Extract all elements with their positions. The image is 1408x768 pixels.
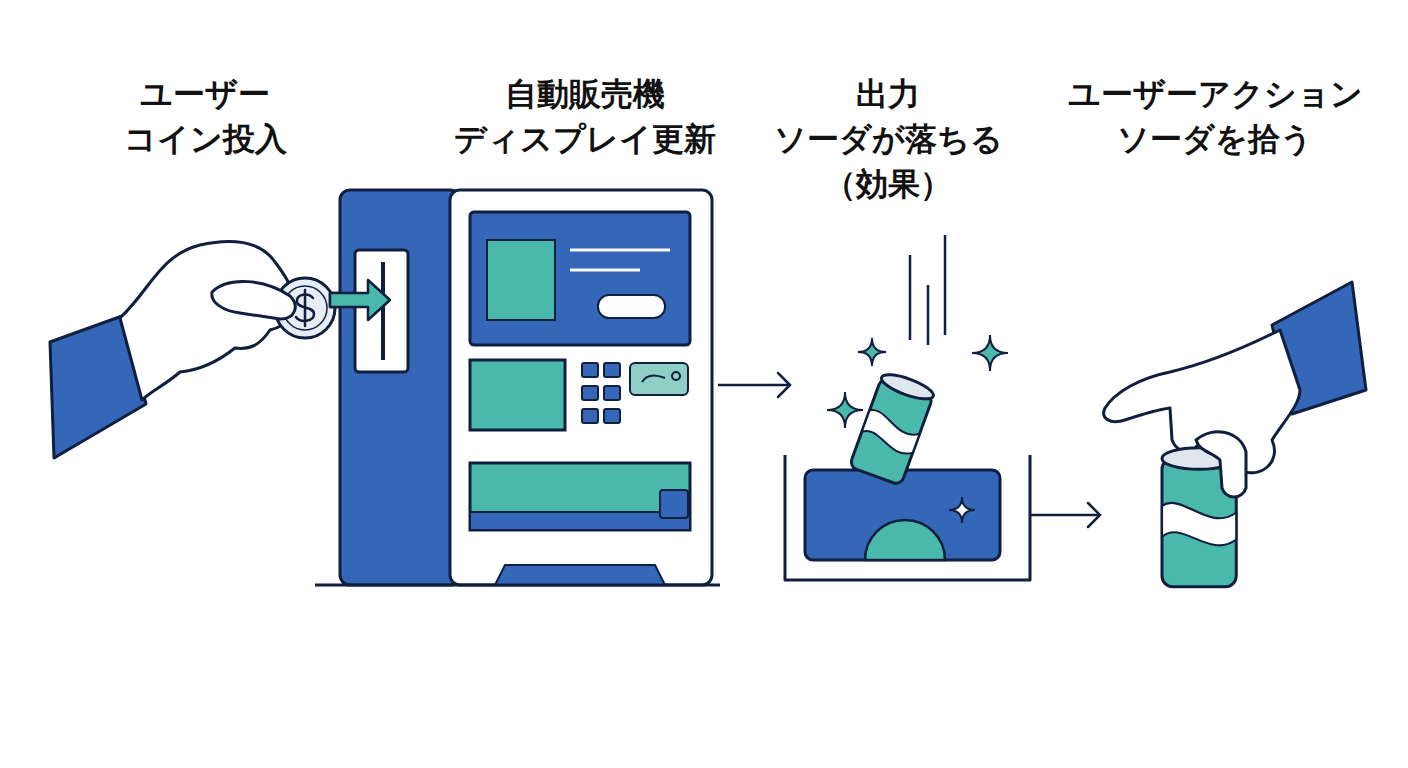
stage-heading: 出力 ソーダが落ちる （効果） — [758, 72, 1018, 207]
coin-symbol — [296, 290, 314, 326]
can-wave — [1162, 503, 1236, 545]
flow-arrow — [1030, 503, 1100, 527]
tray-opening — [805, 470, 1000, 560]
display-image — [487, 240, 555, 320]
soda-can — [849, 370, 936, 486]
card-mark — [672, 372, 680, 380]
motion-line — [927, 285, 930, 345]
dispenser — [470, 463, 690, 530]
insert-arrow — [330, 280, 390, 320]
display-line — [570, 249, 670, 252]
coin-slot — [355, 250, 408, 372]
stage-panel: 自動販売機 ディスプレイ更新 — [340, 190, 718, 588]
display-line — [570, 269, 640, 272]
sparkle — [949, 497, 975, 523]
stage-heading: 自動販売機 ディスプレイ更新 — [435, 72, 735, 162]
thumb — [212, 281, 295, 319]
arrow-line — [1030, 514, 1100, 517]
tray — [785, 455, 1030, 580]
stage-heading: ユーザー コイン投入 — [100, 72, 310, 162]
arrow-head — [1088, 503, 1100, 527]
sparkle — [972, 335, 1008, 371]
key — [604, 363, 620, 377]
product-window — [470, 360, 565, 430]
tray-shape — [865, 520, 945, 560]
key — [604, 386, 620, 400]
arrow-line — [718, 384, 790, 387]
return-button — [660, 490, 688, 518]
stage-panel: ユーザーアクション ソーダを拾う — [1100, 270, 1365, 590]
key — [604, 409, 620, 423]
hand — [1104, 330, 1300, 473]
sparkle — [858, 338, 886, 366]
ground-line — [315, 584, 720, 587]
stage-panel: ユーザー コイン投入 — [45, 235, 335, 470]
key — [582, 386, 598, 400]
finger — [1196, 432, 1246, 497]
card-mark — [642, 376, 665, 383]
slot-opening — [381, 262, 385, 360]
key — [582, 363, 598, 377]
motion-line — [944, 235, 947, 335]
can-top — [879, 370, 936, 404]
flow-arrow — [718, 373, 790, 397]
display — [470, 212, 690, 345]
key — [582, 409, 598, 423]
card-reader — [630, 363, 688, 395]
slot-opening — [381, 262, 385, 360]
motion-line — [909, 255, 912, 340]
display-button — [598, 295, 665, 318]
stage-panel: 出力 ソーダが落ちる （効果） — [790, 230, 1030, 590]
stage-heading: ユーザーアクション ソーダを拾う — [1050, 72, 1380, 162]
coin-slot — [355, 250, 408, 372]
dispenser-band — [470, 512, 690, 530]
machine-body — [450, 190, 712, 585]
can-wave — [860, 408, 922, 456]
arrow-head — [778, 373, 790, 397]
hand — [120, 241, 300, 400]
machine-base — [495, 565, 665, 585]
machine-side — [340, 190, 460, 585]
sparkle — [827, 392, 863, 428]
